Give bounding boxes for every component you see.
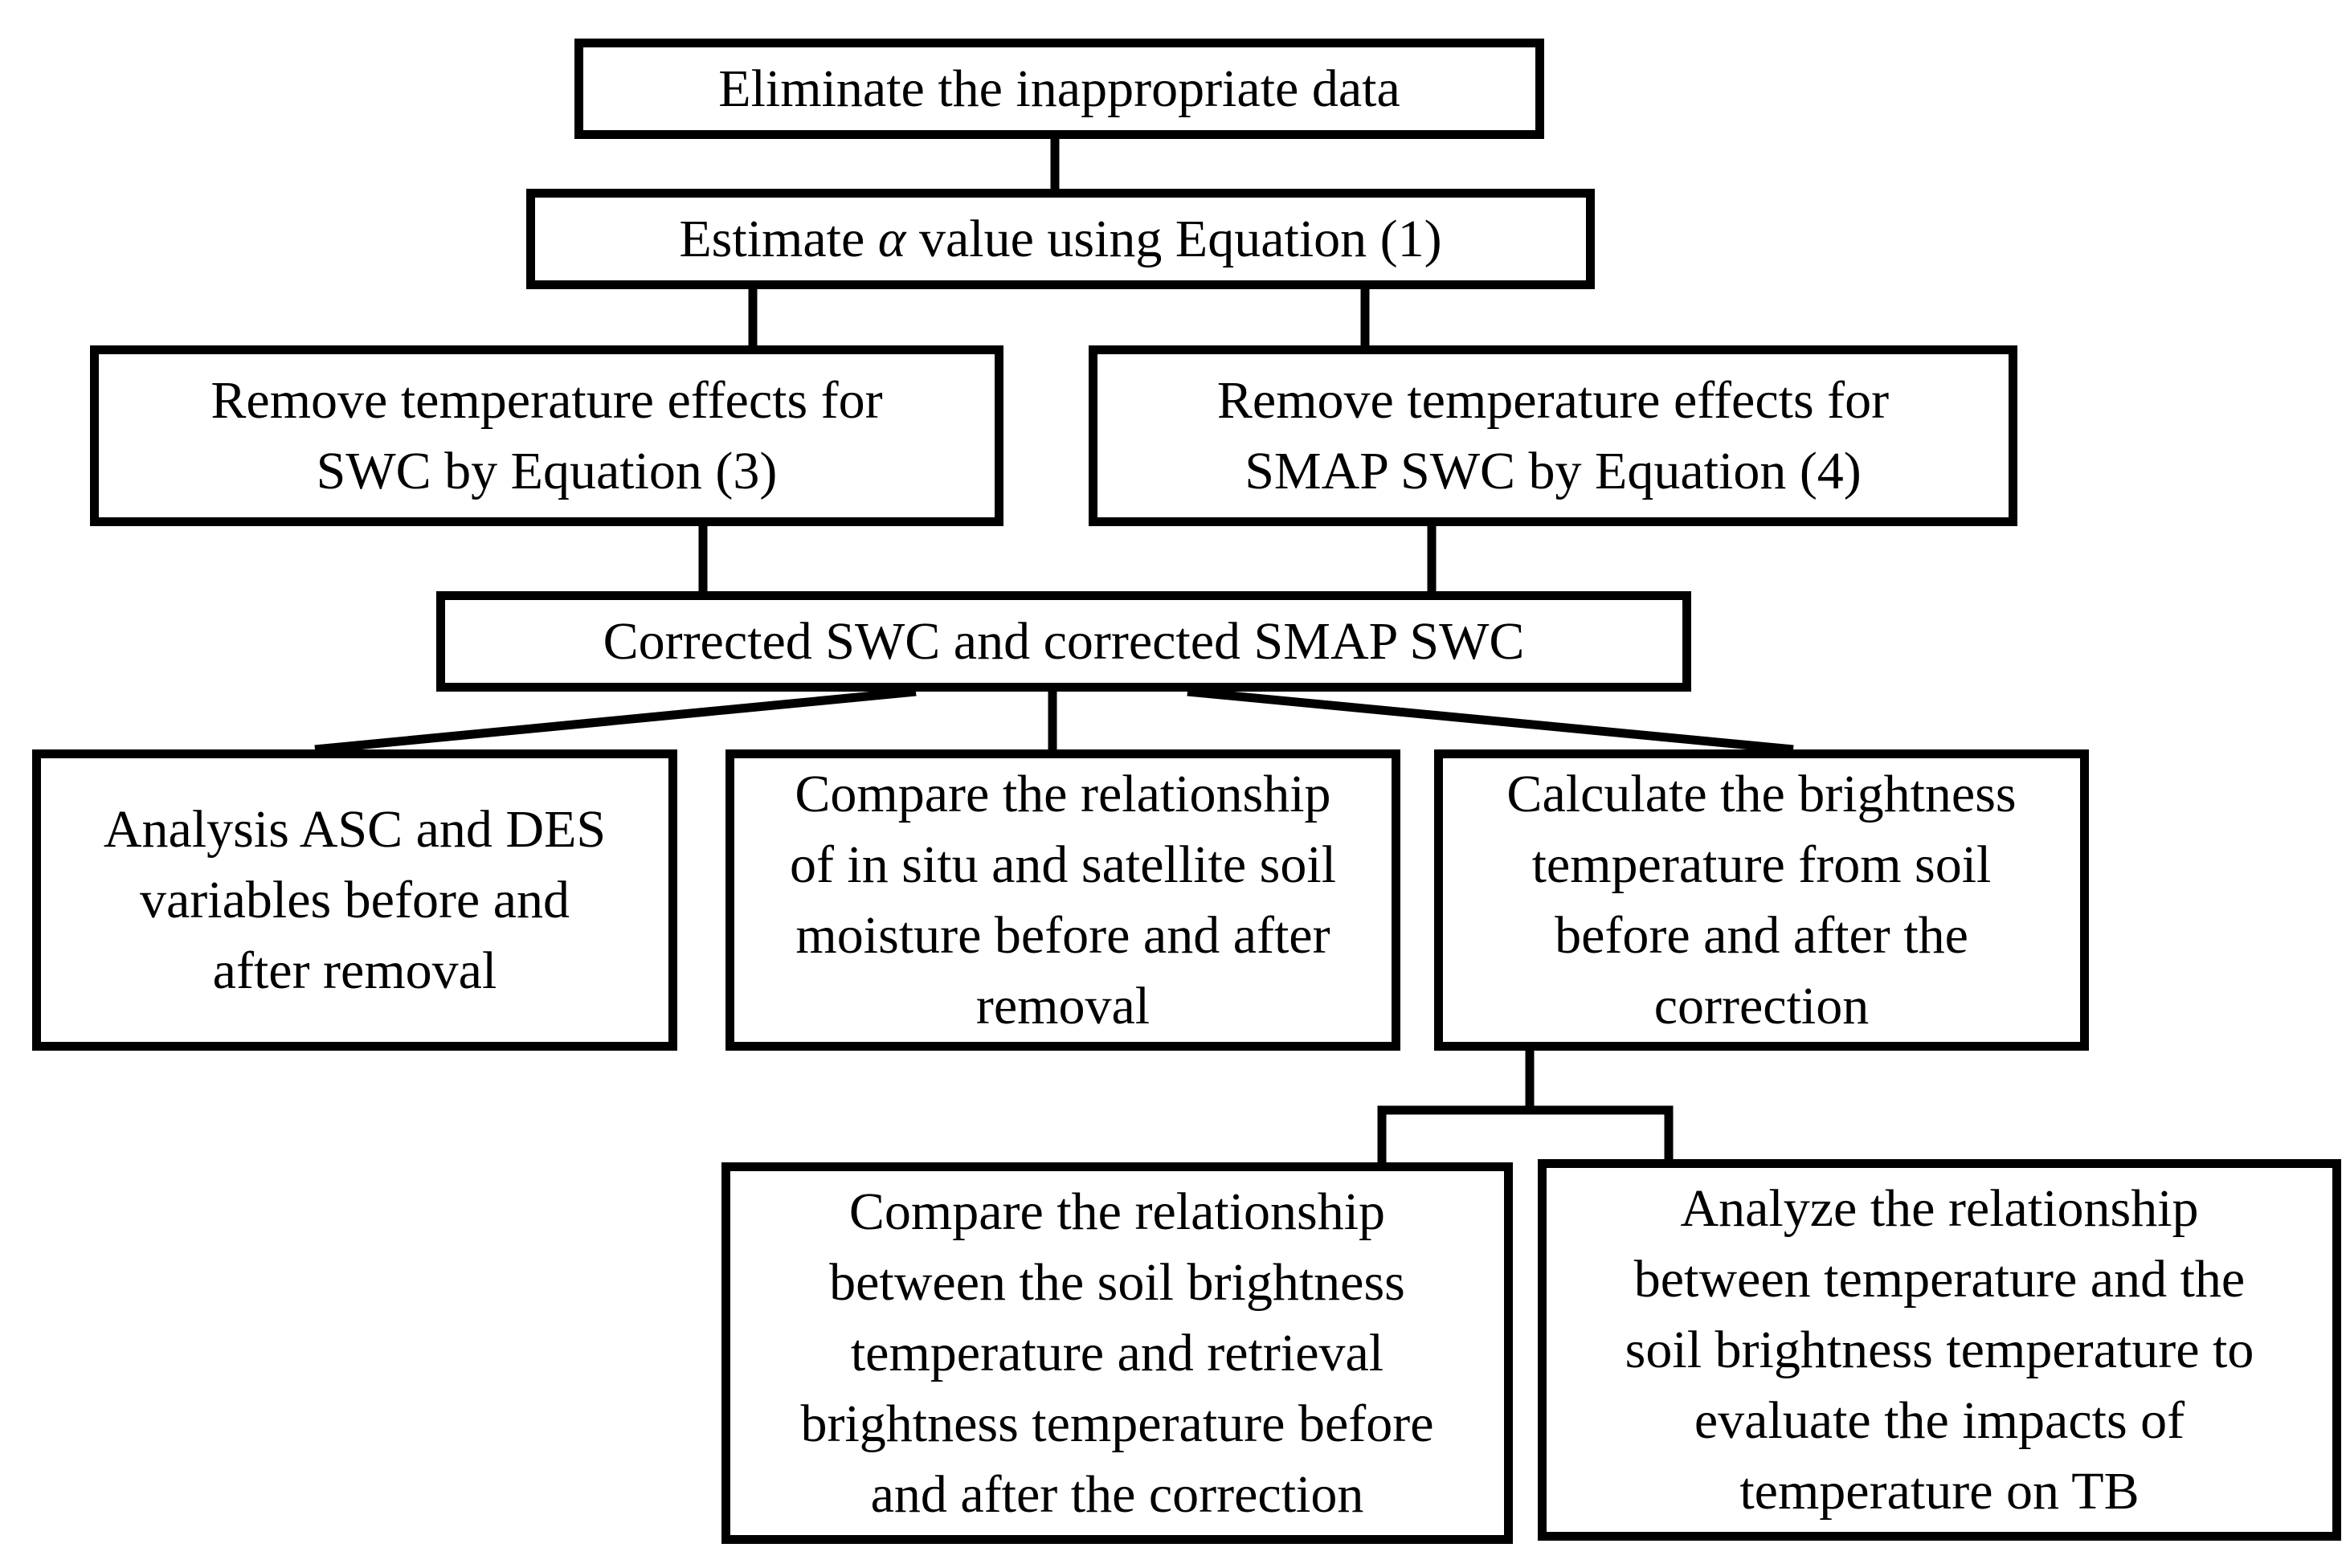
- node-compare-insitu-satellite: Compare the relationship of in situ and …: [725, 749, 1400, 1051]
- connector-corrected-calc-tb: [1187, 687, 1794, 754]
- node-analyze-temp-label: Analyze the relationship between tempera…: [1625, 1178, 2254, 1521]
- node-remove-temp-smap: Remove temperature effects for SMAP SWC …: [1089, 345, 2017, 526]
- estimate-prefix: Estimate: [679, 209, 878, 268]
- node-analysis-asc-des: Analysis ASC and DES variables before an…: [32, 749, 677, 1051]
- node-analyze-temperature-impact: Analyze the relationship between tempera…: [1538, 1159, 2341, 1541]
- node-remove-swc-label: Remove temperature effects for SWC by Eq…: [210, 370, 883, 500]
- node-estimate-alpha: Estimate α value using Equation (1): [526, 189, 1595, 289]
- node-corrected-label: Corrected SWC and corrected SMAP SWC: [603, 611, 1525, 671]
- estimate-suffix: value using Equation (1): [905, 209, 1442, 268]
- node-compare-insitu-label: Compare the relationship of in situ and …: [789, 764, 1337, 1035]
- node-remove-temp-swc: Remove temperature effects for SWC by Eq…: [90, 345, 1003, 526]
- node-corrected-swc: Corrected SWC and corrected SMAP SWC: [436, 591, 1691, 692]
- alpha-symbol: α: [877, 209, 906, 268]
- node-eliminate-data: Eliminate the inappropriate data: [574, 39, 1544, 139]
- node-eliminate-label: Eliminate the inappropriate data: [718, 59, 1400, 118]
- connector-bracket: [1377, 1105, 1674, 1162]
- node-compare-brightness-temperature: Compare the relationship between the soi…: [721, 1162, 1513, 1544]
- connector-corrected-analysis: [314, 687, 917, 754]
- node-compare-tb-label: Compare the relationship between the soi…: [800, 1182, 1434, 1524]
- node-remove-smap-label: Remove temperature effects for SMAP SWC …: [1216, 370, 1890, 500]
- node-analysis-label: Analysis ASC and DES variables before an…: [103, 799, 607, 1000]
- node-calculate-brightness-temperature: Calculate the brightness temperature fro…: [1434, 749, 2089, 1051]
- node-calc-tb-label: Calculate the brightness temperature fro…: [1506, 764, 2017, 1035]
- node-estimate-label: Estimate α value using Equation (1): [679, 204, 1441, 275]
